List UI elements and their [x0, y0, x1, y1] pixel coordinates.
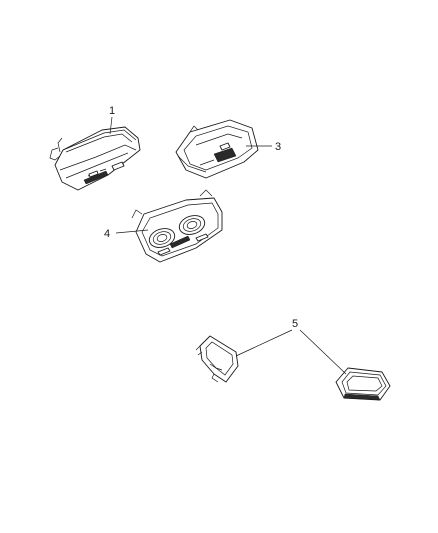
- leader-1: [109, 116, 113, 135]
- callout-3: 3: [275, 141, 281, 153]
- part-5-bezel-left: [195, 335, 239, 383]
- callout-4: 4: [104, 228, 110, 240]
- part-1-overhead-console: [49, 126, 141, 191]
- leader-4: [115, 229, 149, 234]
- part-3-map-light-housing: [175, 119, 259, 179]
- part-5-bezel-right: [335, 367, 391, 401]
- leader-5a: [235, 329, 293, 357]
- callout-5: 5: [292, 318, 298, 330]
- part-4-dual-lamp-console: [131, 189, 223, 263]
- leader-5b: [299, 329, 347, 375]
- leader-lines: [109, 116, 347, 375]
- callout-1: 1: [109, 105, 115, 117]
